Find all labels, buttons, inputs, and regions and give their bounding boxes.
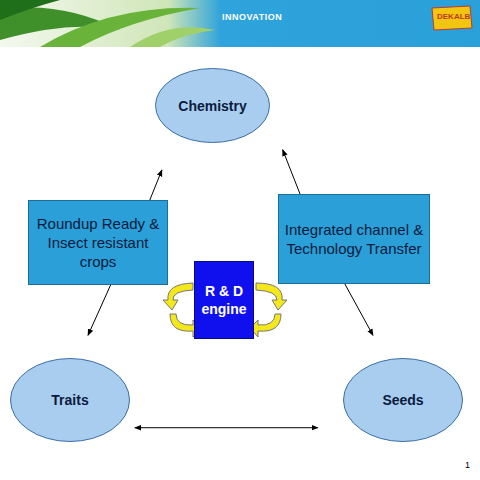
node-text: Traits [51, 392, 88, 408]
arrow-connector [150, 170, 162, 200]
node-text: Chemistry [178, 98, 246, 114]
topic-ellipse: Traits [10, 358, 130, 442]
node-text: R & D engine [201, 282, 247, 318]
arrow-connector [345, 284, 373, 335]
text-holder: Traits [10, 358, 130, 442]
logo-text: INNOVATION [222, 12, 282, 22]
node-text: Roundup Ready & Insect resistant crops [33, 214, 163, 271]
topic-ellipse: Seeds [343, 358, 463, 442]
topic-ellipse: Chemistry [155, 68, 270, 143]
process-box: Integrated channel & Technology Transfer [278, 194, 430, 284]
header-banner [0, 0, 480, 47]
arrow-connector [283, 150, 300, 194]
leaf-shape [40, 8, 200, 47]
logo-text: DEKALB [437, 12, 470, 21]
cycle-arrow [250, 283, 287, 337]
logo-badge [432, 6, 472, 30]
engine-box: R & D engine [194, 261, 254, 339]
node-text: Seeds [382, 392, 423, 408]
arrow-connector [88, 285, 111, 335]
page-number: 1 [465, 460, 470, 470]
process-box: Roundup Ready & Insect resistant crops [28, 200, 168, 285]
arrow-connector [135, 427, 318, 428]
text-holder: Chemistry [155, 68, 270, 143]
leaf-shape [0, 0, 60, 20]
text-holder: Integrated channel & Technology Transfer [279, 195, 429, 283]
text-holder: R & D engine [195, 262, 253, 338]
leaf-shape [130, 27, 215, 47]
node-text: Integrated channel & Technology Transfer [283, 220, 425, 258]
text-holder: Seeds [343, 358, 463, 442]
text-holder: Roundup Ready & Insect resistant crops [29, 201, 167, 284]
